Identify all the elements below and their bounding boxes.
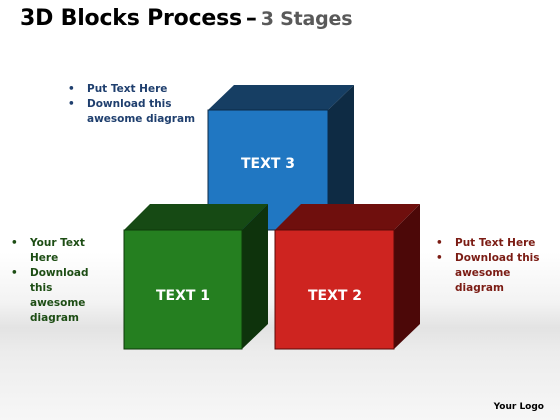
cube-2: TEXT 2: [274, 204, 420, 350]
bullet-item: Download this awesome diagram: [68, 97, 208, 127]
title-dash: –: [245, 6, 257, 31]
cube-1-label: TEXT 1: [156, 288, 210, 304]
cube-3-top: [208, 85, 354, 110]
title-subtitle: 3 Stages: [260, 8, 353, 30]
cube-1: TEXT 1: [123, 204, 268, 350]
cube-2-side: [394, 204, 420, 349]
title-main: 3D Blocks Process: [20, 6, 242, 31]
bullet-list-top: Put Text Here Download this awesome diag…: [68, 82, 208, 127]
cube-2-label: TEXT 2: [308, 288, 362, 304]
cube-1-top: [124, 204, 268, 230]
bullet-item: Your Text Here: [11, 236, 111, 266]
page-title: 3D Blocks Process–3 Stages: [20, 6, 353, 31]
bullet-item: Put Text Here: [436, 236, 546, 251]
bullet-list-right: Put Text Here Download this awesome diag…: [436, 236, 546, 296]
cube-2-front: [274, 229, 395, 350]
cube-3-label: TEXT 3: [241, 156, 295, 172]
cube-2-top: [275, 204, 420, 230]
bullet-list-left: Your Text Here Download this awesome dia…: [11, 236, 111, 326]
bullet-item: Put Text Here: [68, 82, 208, 97]
cube-1-front: [123, 229, 243, 350]
logo-text: Your Logo: [493, 402, 544, 412]
cube-3-side: [328, 85, 354, 230]
bullet-item: Download this awesome diagram: [436, 251, 546, 296]
cube-1-side: [242, 204, 268, 349]
bullet-item: Download this awesome diagram: [11, 266, 111, 326]
